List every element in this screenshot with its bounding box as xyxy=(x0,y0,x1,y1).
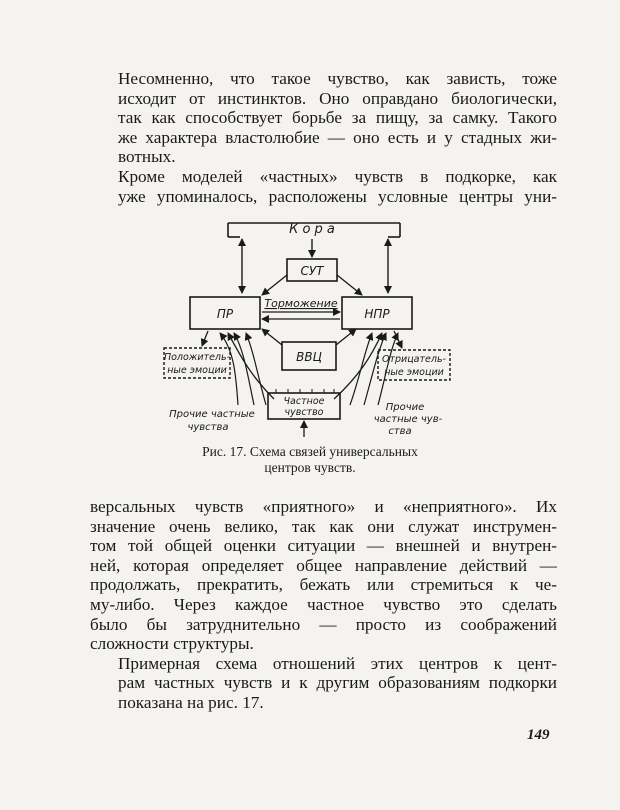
pr-box xyxy=(189,296,261,330)
caption-line: центров чувств. xyxy=(264,460,356,475)
text-line: исходит от инстинктов. Оно оправдано био… xyxy=(118,88,557,108)
private-feeling-line1: Частное xyxy=(284,396,325,407)
arrow-vvc-npr xyxy=(335,328,357,346)
text-line: ней, которая определяет общее направлени… xyxy=(90,555,557,575)
text-line: Примерная схема отношений этих центров к… xyxy=(118,653,557,673)
text-line: уже упоминалось, расположены условные це… xyxy=(118,186,557,206)
arrow-sut-npr xyxy=(336,274,363,296)
arrow-pr-positive xyxy=(200,330,209,347)
arrow-sut-pr xyxy=(261,274,288,296)
text-line: продолжать, прекратить, бежать или стрем… xyxy=(90,575,557,595)
curve-private-npr xyxy=(333,332,383,400)
text-line: версальных чувств «приятного» и «неприят… xyxy=(90,497,557,516)
text-line: вотных. xyxy=(118,147,176,167)
cortex-bracket xyxy=(227,222,401,238)
vvc-box xyxy=(281,341,337,371)
inhibition-label: Торможение xyxy=(264,297,337,310)
text-line: показана на рис. 17. xyxy=(118,692,264,712)
curve-other-left-1 xyxy=(219,332,239,406)
text-line: значение очень велико, так как они служа… xyxy=(90,516,557,536)
text-line: было бы затруднительно — просто из сообр… xyxy=(90,614,557,634)
text-line: же характера властолюбие — оно есть и у … xyxy=(118,127,557,147)
curve-private-pr xyxy=(227,332,275,400)
page-number: 149 xyxy=(527,727,550,743)
private-feeling-line2: чувство xyxy=(284,407,323,418)
diagram-svg: К о р а СУТ ПР НПР Торможение ВВЦ xyxy=(163,222,451,437)
sut-box xyxy=(286,258,338,282)
other-right-line2: частные чув- xyxy=(374,414,443,425)
text-line: сложности структуры. xyxy=(90,634,254,654)
other-right-line3: ства xyxy=(388,426,411,437)
negative-emotions-line1: Отрицатель- xyxy=(382,354,447,365)
caption-line: Рис. 17. Схема связей универсальных xyxy=(202,444,418,459)
positive-emotions-box xyxy=(163,347,231,379)
private-feeling-box xyxy=(267,392,341,420)
curve-other-left-2 xyxy=(233,332,255,406)
npr-label: НПР xyxy=(364,307,390,321)
text-line: так как способствует борьбе за пищу, за … xyxy=(118,108,557,128)
figure-diagram: К о р а СУТ ПР НПР Торможение ВВЦ xyxy=(150,215,480,440)
other-left-line1: Прочие частные xyxy=(169,409,255,420)
negative-emotions-box xyxy=(377,349,451,381)
curve-other-left-3 xyxy=(244,332,267,406)
text-block-top: Несомненно, что такое чувство, как завис… xyxy=(90,69,557,206)
other-right-line1: Прочие xyxy=(386,402,425,413)
text-line: рам частных чувств и к другим образовани… xyxy=(118,673,557,693)
cortex-label: К о р а xyxy=(289,222,335,237)
paragraph-models: Кроме моделей «частных» чувств в подкорк… xyxy=(90,167,557,206)
positive-emotions-line2: ные эмоции xyxy=(167,365,227,376)
text-line: му-либо. Через каждое частное чувство эт… xyxy=(90,594,557,614)
sut-label: СУТ xyxy=(300,264,325,278)
text-line: Кроме моделей «частных» чувств в подкорк… xyxy=(118,166,557,186)
vvc-label: ВВЦ xyxy=(296,350,322,364)
npr-box xyxy=(341,296,413,330)
text-line: том той общей оценки ситуации — внешней … xyxy=(90,536,557,556)
pr-label: ПР xyxy=(217,307,234,321)
paragraph-envy: Несомненно, что такое чувство, как завис… xyxy=(90,69,557,167)
paragraph-scheme: Примерная схема отношений этих центров к… xyxy=(90,654,557,713)
curve-other-right-2 xyxy=(363,332,387,406)
curve-other-right-3 xyxy=(377,332,399,406)
text-block-bottom: версальных чувств «приятного» и «неприят… xyxy=(90,497,557,713)
curve-other-right-1 xyxy=(349,332,374,406)
negative-emotions-line2: ные эмоции xyxy=(384,367,444,378)
other-left-line2: чувства xyxy=(187,422,228,433)
arrow-vvc-pr xyxy=(261,328,283,346)
private-feeling-ticks xyxy=(275,389,335,393)
positive-emotions-line1: Положитель- xyxy=(164,352,231,363)
paragraph-universal: версальных чувств «приятного» и «неприят… xyxy=(90,497,557,654)
text-line: Несомненно, что такое чувство, как завис… xyxy=(118,69,557,88)
figure-caption: Рис. 17. Схема связей универсальных цент… xyxy=(150,444,470,476)
